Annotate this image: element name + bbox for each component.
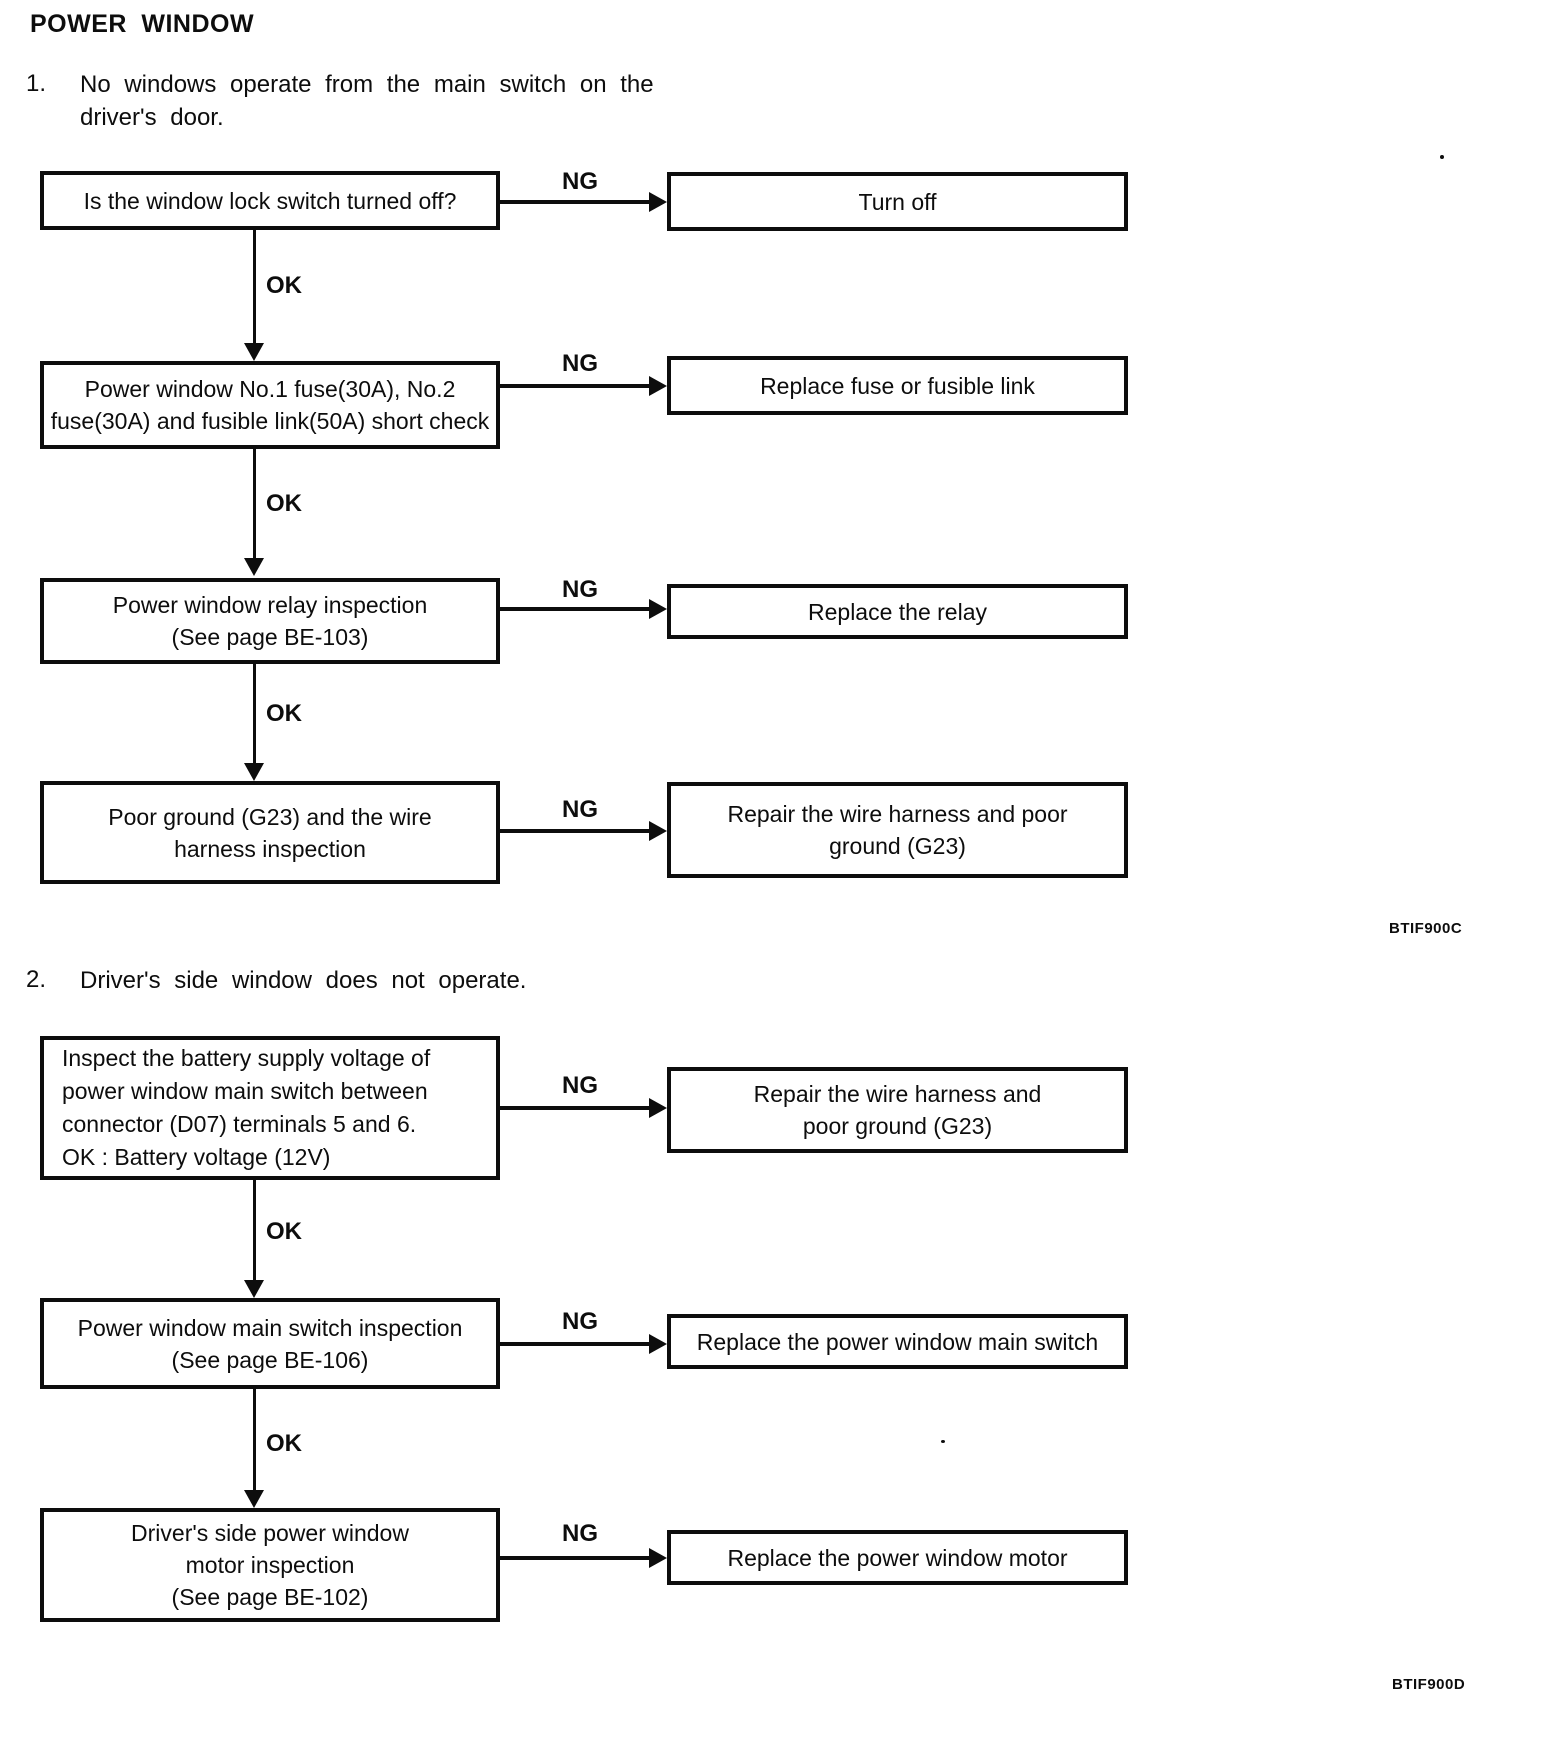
section-1-heading: No windows operate from the main switch … (80, 71, 654, 131)
arrow-line (500, 1556, 649, 1560)
section-2-heading: Driver's side window does not operate. (80, 967, 527, 994)
arrow-head (649, 1098, 667, 1118)
section-2-number: 2. (26, 966, 47, 993)
ng-label: NG (562, 350, 598, 377)
check-box-main-switch-inspection: Power window main switch inspection (See… (40, 1298, 500, 1389)
action-box-turn-off: Turn off (667, 172, 1128, 231)
action-box-replace-fuse: Replace fuse or fusible link (667, 356, 1128, 415)
figure-code-2: BTIF900D (1392, 1676, 1466, 1693)
action-box-repair-harness-2: Repair the wire harness and poor ground … (667, 1067, 1128, 1153)
arrow-line (253, 230, 256, 343)
arrow-line (500, 1342, 649, 1346)
action-box-repair-harness: Repair the wire harness and poor ground … (667, 782, 1128, 878)
ng-label: NG (562, 1308, 598, 1335)
ng-label: NG (562, 576, 598, 603)
page-title: POWER WINDOW (30, 10, 255, 38)
ok-label: OK (266, 1218, 302, 1245)
check-box-relay-inspection: Power window relay inspection (See page … (40, 578, 500, 664)
arrow-head (244, 1280, 264, 1298)
section-1-number: 1. (26, 70, 47, 97)
action-box-replace-relay: Replace the relay (667, 584, 1128, 639)
arrow-head (649, 599, 667, 619)
check-box-poor-ground: Poor ground (G23) and the wire harness i… (40, 781, 500, 884)
arrow-head (649, 821, 667, 841)
arrow-line (500, 829, 649, 833)
arrow-head (244, 763, 264, 781)
check-box-window-lock-switch: Is the window lock switch turned off? (40, 171, 500, 230)
arrow-line (253, 449, 256, 558)
ok-label: OK (266, 1430, 302, 1457)
arrow-line (253, 1180, 256, 1280)
arrow-line (253, 664, 256, 763)
arrow-head (649, 1334, 667, 1354)
arrow-line (500, 1106, 649, 1110)
arrow-head (649, 1548, 667, 1568)
arrow-line (500, 200, 649, 204)
scan-speck (941, 1440, 945, 1443)
arrow-head (649, 192, 667, 212)
ng-label: NG (562, 1072, 598, 1099)
arrow-head (244, 343, 264, 361)
ok-label: OK (266, 490, 302, 517)
arrow-line (500, 384, 649, 388)
arrow-line (500, 607, 649, 611)
ok-label: OK (266, 272, 302, 299)
arrow-line (253, 1389, 256, 1490)
check-box-battery-supply-voltage: Inspect the battery supply voltage of po… (40, 1036, 500, 1180)
scan-speck (1440, 155, 1444, 159)
action-box-replace-motor: Replace the power window motor (667, 1530, 1128, 1585)
ng-label: NG (562, 1520, 598, 1547)
arrow-head (244, 558, 264, 576)
ok-label: OK (266, 700, 302, 727)
ng-label: NG (562, 796, 598, 823)
ng-label: NG (562, 168, 598, 195)
figure-code-1: BTIF900C (1389, 920, 1463, 937)
arrow-head (244, 1490, 264, 1508)
check-box-motor-inspection: Driver's side power window motor inspect… (40, 1508, 500, 1622)
check-box-fuse-short-check: Power window No.1 fuse(30A), No.2 fuse(3… (40, 361, 500, 449)
action-box-replace-main-switch: Replace the power window main switch (667, 1314, 1128, 1369)
arrow-head (649, 376, 667, 396)
